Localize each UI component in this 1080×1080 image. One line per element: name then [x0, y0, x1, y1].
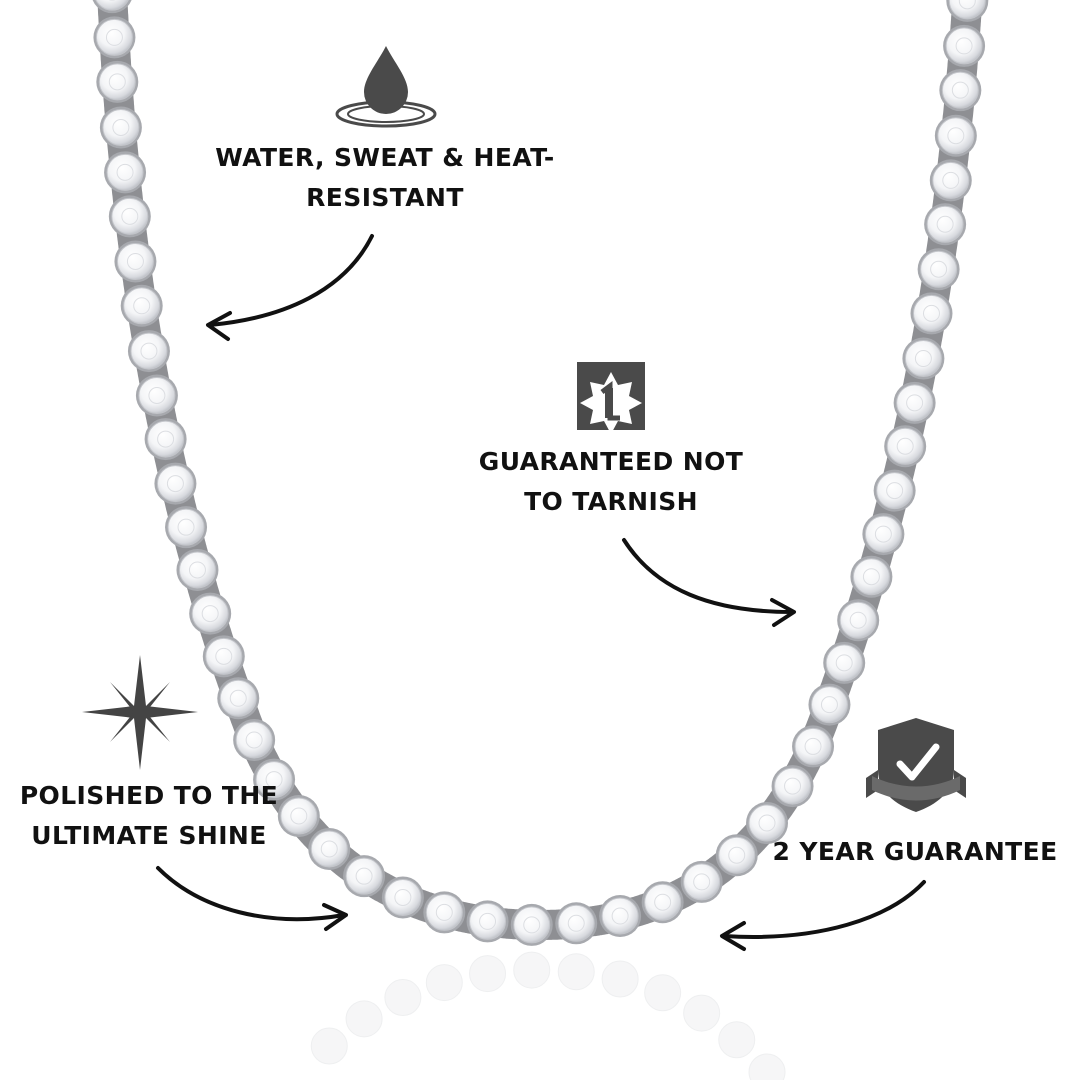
necklace-stone — [934, 114, 977, 157]
necklace-stone — [202, 635, 245, 678]
necklace-stone — [837, 599, 880, 642]
necklace-stone — [104, 151, 147, 194]
necklace-stone — [823, 641, 866, 684]
necklace-stone — [135, 374, 178, 417]
feature-water-line2: RESISTANT — [306, 183, 464, 212]
necklace-stone — [893, 381, 936, 424]
necklace-stone — [680, 860, 723, 903]
badge-star-icon — [577, 362, 645, 434]
necklace-stone — [943, 24, 986, 67]
necklace-stone — [466, 900, 509, 943]
stone-reflection — [644, 974, 682, 1012]
necklace-stone — [924, 203, 967, 246]
stone-reflection — [345, 1000, 383, 1038]
necklace-stone — [939, 69, 982, 112]
necklace-stone — [99, 106, 142, 149]
feature-shine-line1: POLISHED TO THE — [19, 781, 279, 810]
stone-reflection — [557, 953, 595, 991]
necklace-stone — [253, 758, 296, 801]
necklace-stone — [217, 677, 260, 720]
stone-reflection — [425, 964, 463, 1002]
stone-reflection — [748, 1053, 786, 1080]
necklace-stone — [862, 513, 905, 556]
feature-tarnish-line2: TO TARNISH — [524, 487, 698, 516]
feature-tarnish-line1: GUARANTEED NOT — [478, 447, 744, 476]
necklace-reflection — [310, 951, 786, 1080]
feature-no-tarnish: GUARANTEED NOT TO TARNISH — [456, 442, 766, 522]
sparkle-icon — [82, 655, 198, 770]
stone-reflection — [718, 1021, 756, 1059]
arrow-water — [206, 234, 374, 341]
arrow-guarantee — [720, 880, 926, 951]
necklace-stone — [850, 555, 893, 598]
necklace-stone — [771, 765, 814, 808]
necklace-stone — [92, 0, 132, 14]
necklace-stone — [746, 801, 789, 844]
stone-reflection — [310, 1027, 348, 1065]
stone-reflection — [469, 955, 507, 993]
necklace-stone — [114, 240, 157, 283]
arrow-tarnish — [622, 538, 796, 627]
necklace-stone — [120, 284, 163, 327]
necklace-stone — [792, 725, 835, 768]
necklace-stone — [108, 195, 151, 238]
necklace-stone — [96, 60, 139, 103]
necklace-stone — [93, 16, 136, 59]
necklace-stone — [144, 418, 187, 461]
necklace-stone — [808, 683, 851, 726]
necklace-stone — [127, 330, 170, 373]
feature-ultimate-shine: POLISHED TO THE ULTIMATE SHINE — [4, 776, 294, 856]
stone-reflection — [513, 951, 551, 989]
necklace-stone — [555, 902, 598, 945]
feature-water-resistant: WATER, SWEAT & HEAT- RESISTANT — [190, 138, 580, 218]
necklace-stone — [343, 855, 386, 898]
necklace-stone — [423, 891, 466, 934]
necklace-stone — [910, 292, 953, 335]
stone-reflection — [683, 994, 721, 1032]
necklace-stone — [308, 827, 351, 870]
tennis-necklace — [92, 0, 989, 946]
necklace-stone — [599, 895, 642, 938]
necklace-stone — [189, 592, 232, 635]
necklace-stone — [165, 506, 208, 549]
necklace-stone — [884, 425, 927, 468]
necklace-stone — [154, 462, 197, 505]
feature-guarantee-line1: 2 YEAR GUARANTEE — [772, 837, 1058, 866]
water-drop-icon — [335, 46, 437, 128]
feature-two-year-guarantee: 2 YEAR GUARANTEE — [760, 832, 1070, 872]
arrow-shine — [156, 866, 348, 931]
feature-water-line1: WATER, SWEAT & HEAT- — [215, 143, 555, 172]
necklace-stone — [946, 0, 989, 22]
feature-shine-line2: ULTIMATE SHINE — [31, 821, 267, 850]
necklace-stone — [873, 469, 916, 512]
necklace-stone — [510, 903, 553, 946]
necklace-stone — [715, 834, 758, 877]
necklace-stone — [902, 337, 945, 380]
necklace-stone — [381, 876, 424, 919]
necklace-stone — [641, 881, 684, 924]
necklace-stone — [277, 794, 320, 837]
shield-check-icon — [866, 718, 966, 812]
necklace-stone — [176, 548, 219, 591]
stone-reflection — [601, 960, 639, 998]
necklace-stone — [929, 159, 972, 202]
stone-reflection — [384, 979, 422, 1017]
necklace-stone — [233, 718, 276, 761]
necklace-stone — [917, 248, 960, 291]
